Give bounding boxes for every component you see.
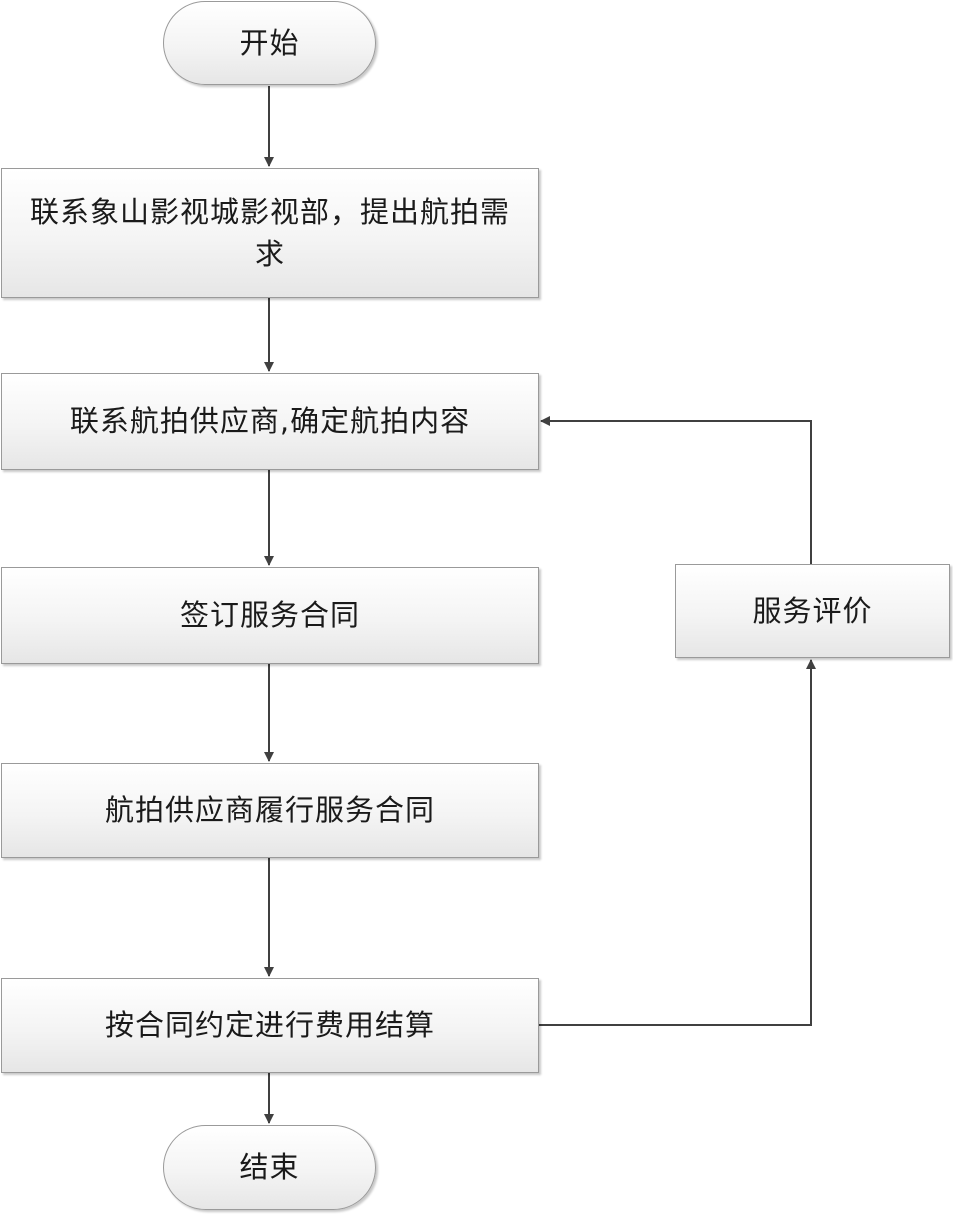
start-label: 开始: [239, 25, 300, 60]
confirm-content-step: 联系航拍供应商,确定航拍内容: [1, 373, 539, 470]
settlement-step: 按合同约定进行费用结算: [1, 978, 539, 1073]
contact-studio-step: 联系象山影视城影视部，提出航拍需求: [1, 168, 539, 298]
arrow-settlement-to-evaluation: [539, 659, 816, 1026]
evaluation-step: 服务评价: [675, 564, 950, 658]
start-node: 开始: [163, 1, 376, 85]
contact-studio-label: 联系象山影视城影视部，提出航拍需求: [29, 194, 510, 271]
arrow-evaluation-to-confirm-content: [540, 416, 812, 564]
confirm-content-label: 联系航拍供应商,确定航拍内容: [69, 404, 471, 439]
settlement-label: 按合同约定进行费用结算: [104, 1008, 435, 1043]
end-label: 结束: [239, 1150, 300, 1185]
sign-contract-step: 签订服务合同: [1, 567, 539, 664]
evaluation-label: 服务评价: [752, 593, 873, 628]
end-node: 结束: [163, 1125, 376, 1210]
sign-contract-label: 签订服务合同: [179, 598, 360, 633]
perform-contract-label: 航拍供应商履行服务合同: [104, 793, 435, 828]
perform-contract-step: 航拍供应商履行服务合同: [1, 763, 539, 858]
